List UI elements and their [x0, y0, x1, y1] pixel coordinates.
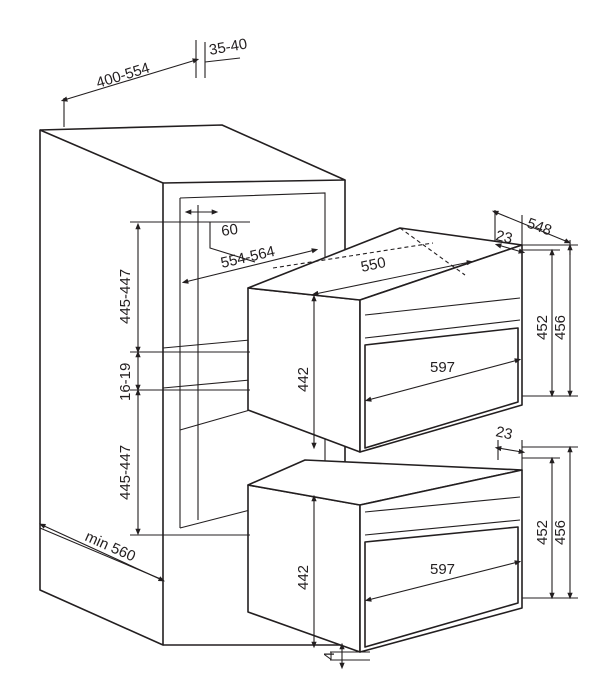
label-lower-niche-height: 445-447 [117, 445, 134, 500]
label-niche-width: 554-564 [219, 243, 276, 272]
label-upper-front-offset: 23 [494, 227, 514, 247]
upper-shelf [162, 339, 251, 389]
label-lower-front-height: 452 [534, 520, 551, 545]
cabinet-side-panel [39, 129, 164, 646]
upper-oven-door [364, 327, 519, 449]
niche-floor-line [179, 409, 251, 529]
label-oven-top-depth: 550 [359, 254, 387, 276]
label-lower-front-offset: 23 [494, 423, 514, 443]
lower-width-dimension [364, 560, 522, 602]
dimensions [39, 40, 578, 670]
oven-top-depth-dimension [311, 260, 474, 296]
upper-front-offset-dimension [494, 243, 526, 254]
oven-total-depth-dimension [491, 210, 572, 244]
label-upper-niche-height: 445-447 [117, 269, 134, 324]
label-middle-gap: 16-19 [117, 363, 134, 401]
label-bottom-gap: 4 [321, 652, 338, 660]
label-lower-total-height: 456 [552, 520, 569, 545]
lower-front-offset-dimension [494, 445, 526, 455]
label-upper-front-height: 452 [534, 315, 551, 340]
cabinet-width-dimension [39, 523, 165, 582]
label-vent-depth: 60 [220, 221, 239, 240]
label-upper-total-height: 456 [552, 315, 569, 340]
label-oven-total-depth: 548 [525, 215, 554, 240]
upper-width-dimension [364, 358, 522, 402]
lower-oven-control-panel [364, 496, 521, 536]
label-rear-gap: 35-40 [208, 36, 249, 59]
upper-oven-control-panel [364, 297, 521, 339]
lower-oven-door [364, 526, 519, 648]
lower-oven [247, 459, 523, 653]
label-upper-width: 597 [430, 359, 455, 376]
label-upper-body-height: 442 [295, 367, 312, 392]
niche-width-dimension [181, 248, 319, 284]
label-niche-depth: 400-554 [94, 59, 152, 91]
rear-gap-dimension [204, 57, 241, 63]
label-lower-width: 597 [430, 561, 455, 578]
cabinet-top-panel [39, 124, 346, 184]
niche-depth-dimension [60, 58, 200, 102]
label-lower-body-height: 442 [295, 565, 312, 590]
label-cabinet-min-width: min 560 [82, 528, 138, 565]
